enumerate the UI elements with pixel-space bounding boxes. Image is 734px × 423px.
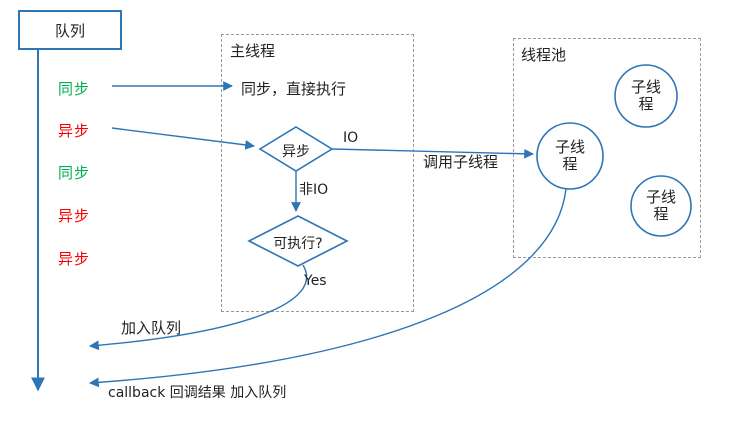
- thread-pool-title: 线程池: [521, 46, 567, 64]
- arrow-async-to-diamond: [111, 127, 255, 150]
- yes-label: Yes: [304, 273, 327, 289]
- queue-item-5: 异步: [58, 250, 91, 268]
- worker-bottom-circle: [630, 175, 692, 237]
- arrow-io-to-worker: [331, 148, 534, 159]
- async-diamond-shape: [258, 126, 334, 172]
- sync-direct-note: 同步，直接执行: [241, 80, 347, 98]
- queue-title: 队列: [54, 21, 85, 40]
- worker-bottom-label: 子线程: [645, 188, 676, 223]
- queue-item-3: 同步: [58, 164, 91, 182]
- arrow-yes-join-queue: [89, 264, 308, 351]
- io-label: IO: [343, 130, 359, 146]
- arrow-callback-join-queue: [89, 188, 567, 388]
- thread-pool-box: [513, 38, 701, 258]
- worker-main-label: 子线程: [554, 138, 585, 173]
- join-queue-label: 加入队列: [121, 319, 182, 337]
- queue-item-2: 异步: [58, 122, 91, 140]
- worker-top-label: 子线程: [630, 78, 661, 113]
- queue-item-4: 异步: [58, 207, 91, 225]
- queue-item-1: 同步: [58, 80, 91, 98]
- callback-label: callback 回调结果 加入队列: [108, 385, 287, 401]
- worker-main-circle: [536, 122, 604, 190]
- queue-box: 队列: [18, 10, 122, 50]
- call-worker-label: 调用子线程: [423, 153, 499, 171]
- async-diamond-label: 异步: [282, 144, 310, 160]
- non-io-label: 非IO: [299, 182, 329, 198]
- worker-top-circle: [614, 64, 678, 128]
- executable-diamond-shape: [247, 215, 349, 267]
- main-thread-box: [221, 34, 414, 312]
- executable-diamond-label: 可执行?: [273, 236, 323, 252]
- main-thread-title: 主线程: [230, 42, 276, 60]
